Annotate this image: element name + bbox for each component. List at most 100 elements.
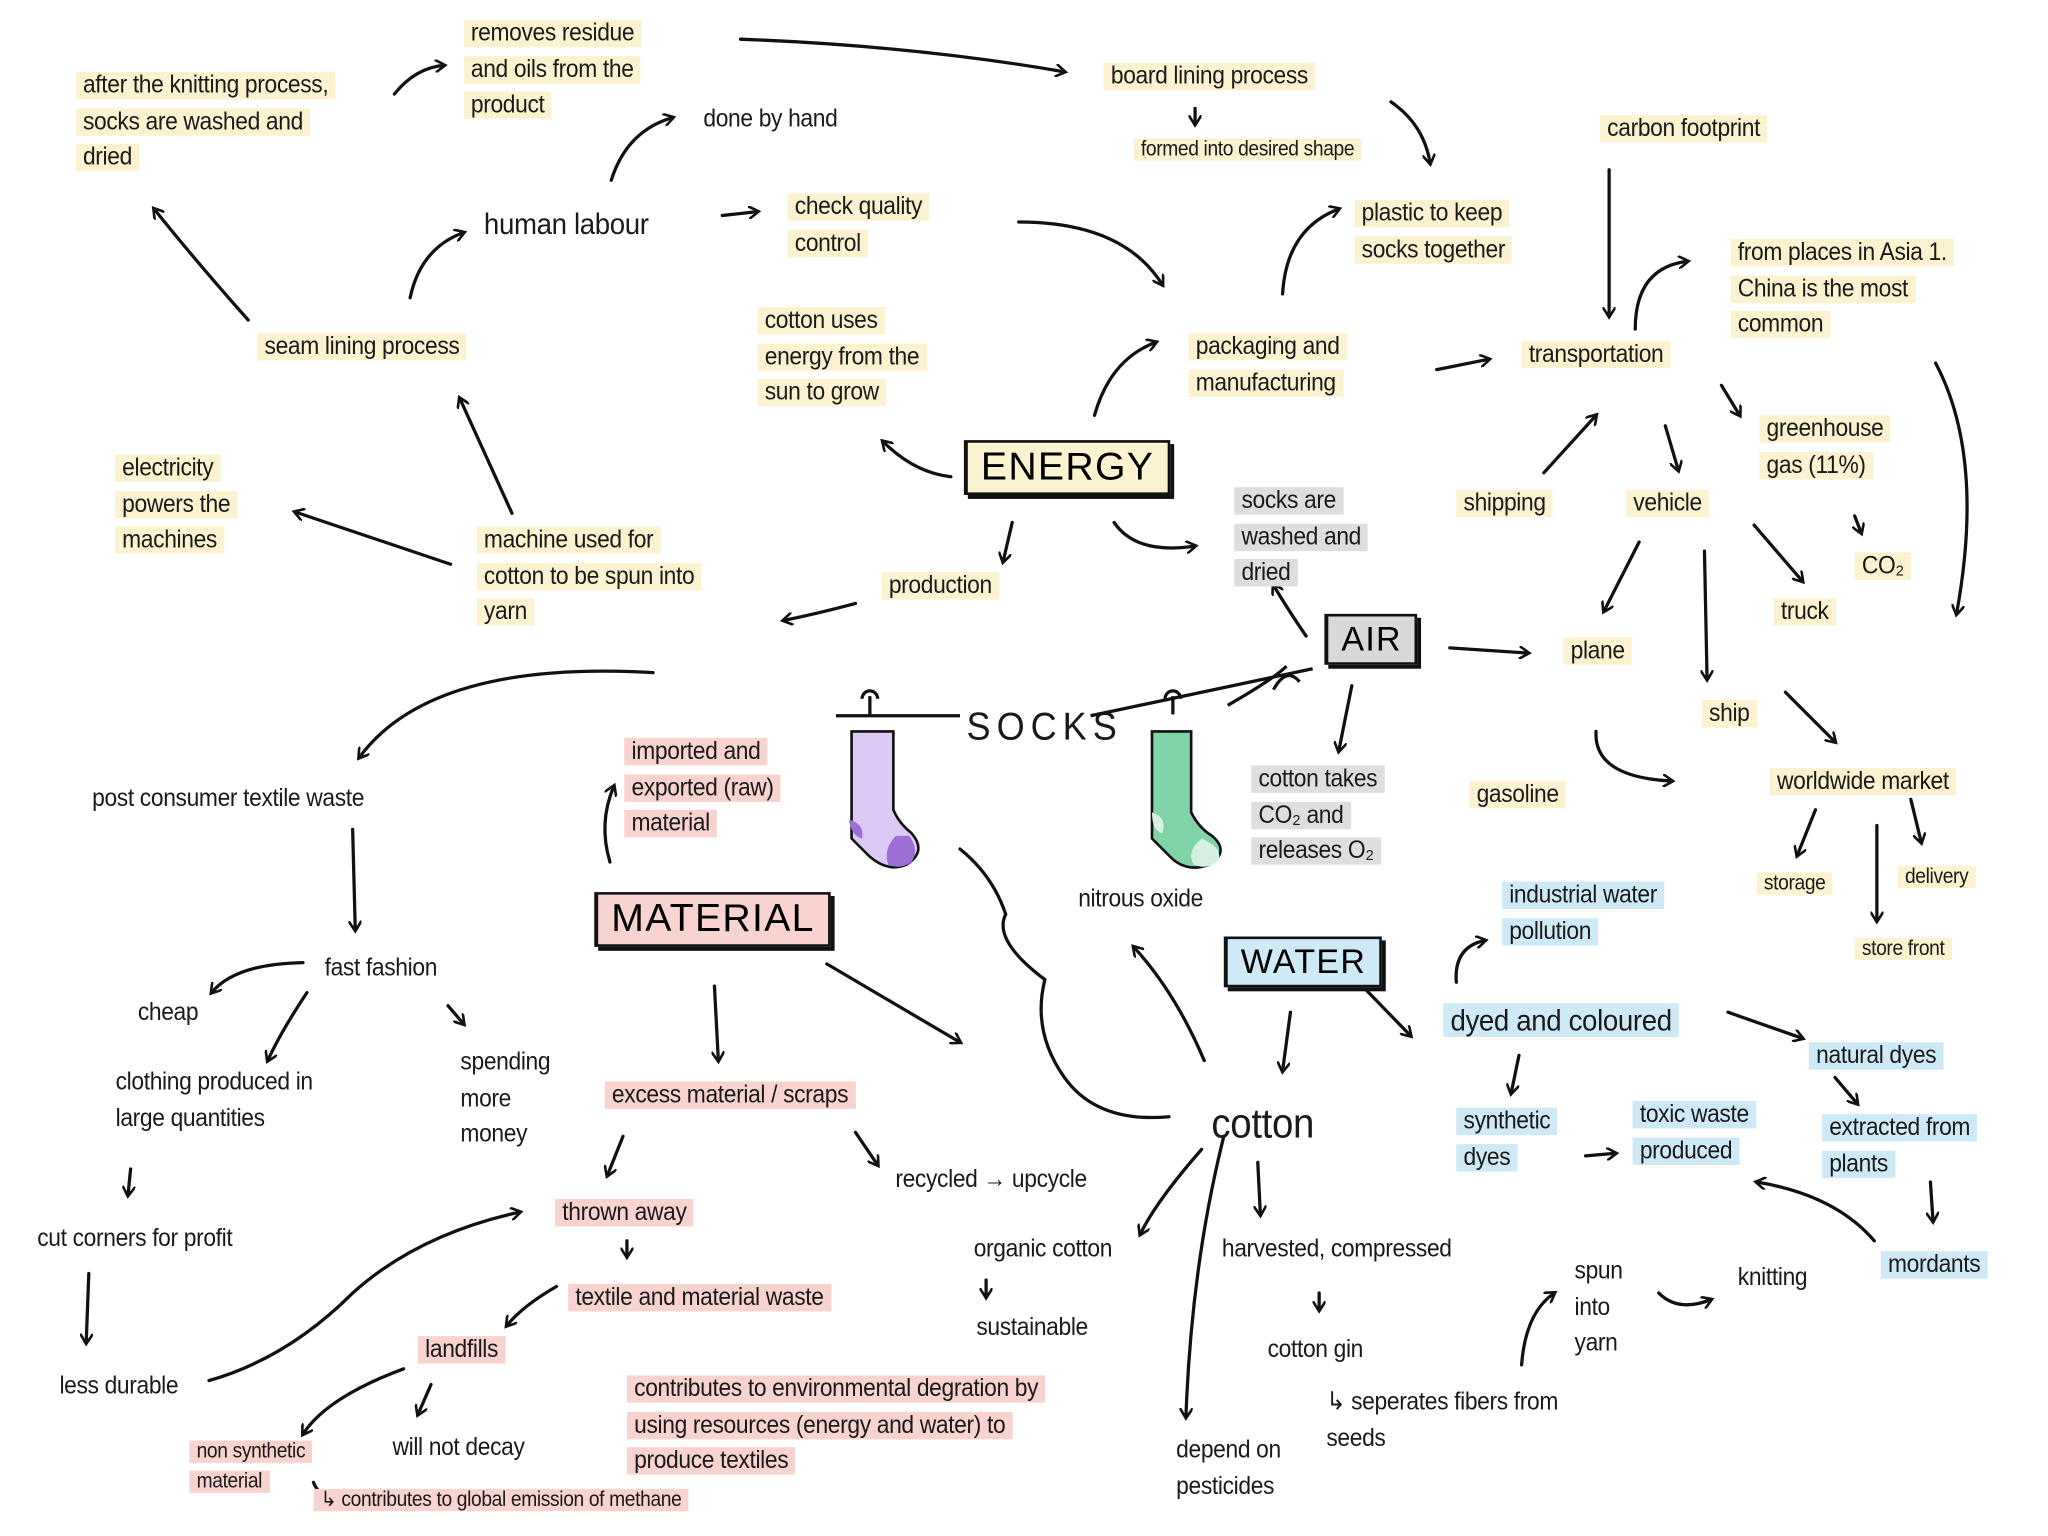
connector-arrow <box>1757 1182 1876 1243</box>
mind-map-node: transportation <box>1521 337 1671 373</box>
node-label: done by hand <box>703 105 838 134</box>
mind-map-node: cotton takes CO₂ and releases O₂ <box>1251 761 1413 869</box>
node-label: truck <box>1773 598 1836 626</box>
connector-arrow <box>784 601 858 620</box>
node-label: landfills <box>417 1336 506 1364</box>
connector-arrow <box>353 827 356 930</box>
connector-arrow <box>1112 520 1195 548</box>
connector-arrow <box>460 398 514 515</box>
mind-map-node: landfills <box>417 1332 506 1368</box>
node-label: greenhouse gas (11%) <box>1759 415 1891 479</box>
connector-arrow <box>853 1130 877 1165</box>
mind-map-node: depend on pesticides <box>1169 1433 1295 1505</box>
connector-arrow <box>1909 797 1921 842</box>
connector-arrow <box>1258 1160 1261 1214</box>
node-label: ↳ contributes to global emission of meth… <box>313 1489 689 1512</box>
node-label: spending more money <box>460 1048 551 1149</box>
connector-arrow <box>446 1004 464 1024</box>
connector-arrow <box>295 512 453 566</box>
node-label: cotton takes CO₂ and releases O₂ <box>1251 765 1385 865</box>
node-label: cotton gin <box>1267 1336 1364 1364</box>
mind-map-node: cheap <box>131 995 206 1031</box>
connector-arrow <box>1542 415 1596 475</box>
node-label: fast fashion <box>324 954 438 983</box>
mind-map-node: worldwide market <box>1769 764 1957 800</box>
connector-arrow <box>1280 209 1339 296</box>
node-label: toxic waste produced <box>1632 1101 1757 1165</box>
green-sock-icon <box>1150 689 1222 869</box>
node-label: thrown away <box>555 1199 694 1227</box>
node-label: cotton uses energy from the sun to grow <box>757 306 927 407</box>
connector-arrow <box>1140 1147 1204 1234</box>
node-label: machine used for cotton to be spun into … <box>476 526 702 626</box>
central-title-socks: SOCKS <box>966 705 1123 749</box>
material-category-box: MATERIAL <box>594 892 831 947</box>
mind-map-node: packaging and manufacturing <box>1188 329 1399 401</box>
connector-arrow <box>1435 359 1489 372</box>
node-label: shipping <box>1456 489 1553 518</box>
node-label: mordants <box>1880 1251 1988 1279</box>
node-label: industrial water pollution <box>1502 881 1665 946</box>
mind-map-node: synthetic dyes <box>1456 1104 1576 1176</box>
node-label: check quality control <box>787 193 930 257</box>
connector-arrow <box>1594 729 1672 781</box>
mind-map-node: done by hand <box>696 102 844 138</box>
mind-map-node: board lining process <box>1103 59 1316 95</box>
connector-arrow <box>1633 261 1687 331</box>
mind-map-node: fast fashion <box>317 951 444 987</box>
mind-map-node: shipping <box>1456 486 1553 522</box>
mind-map-node: knitting <box>1731 1260 1815 1296</box>
mind-map-node: cut corners for profit <box>30 1221 240 1257</box>
node-label: contributes to environmental degration b… <box>626 1375 1046 1475</box>
node-label: carbon footprint <box>1599 114 1768 143</box>
connector-arrow <box>1273 585 1308 638</box>
mind-map-node: spending more money <box>453 1045 561 1153</box>
node-label: transportation <box>1521 341 1671 369</box>
node-label: will not decay <box>392 1434 525 1462</box>
connector-arrow <box>359 669 655 757</box>
node-label: packaging and manufacturing <box>1188 333 1347 397</box>
node-label: extracted from plants <box>1822 1114 1978 1178</box>
connector-arrow <box>1092 342 1156 417</box>
mind-map-node: delivery <box>1897 862 1976 892</box>
mind-map-node: cotton uses energy from the sun to grow <box>757 303 927 411</box>
node-label: vehicle <box>1626 489 1710 518</box>
mind-map-node: after the knitting process, socks are wa… <box>75 68 364 176</box>
connector-arrow <box>1583 1153 1616 1156</box>
connector-arrow <box>1783 690 1835 742</box>
node-label: plane <box>1563 637 1632 665</box>
mind-map-node: production <box>881 568 1000 604</box>
connector-arrow <box>1719 383 1739 415</box>
mind-map-node: check quality control <box>787 189 950 261</box>
node-label: sustainable <box>976 1313 1088 1342</box>
node-label: less durable <box>59 1372 179 1401</box>
node-label: cheap <box>137 999 199 1027</box>
connector-arrow <box>268 991 309 1061</box>
node-label: post consumer textile waste <box>92 784 365 813</box>
mind-map-node: electricity powers the machines <box>114 451 259 559</box>
connector-arrow <box>1134 947 1206 1063</box>
connector-arrow <box>128 1167 131 1195</box>
node-label: natural dyes <box>1808 1042 1944 1070</box>
node-label: clothing produced in large quantities <box>115 1068 314 1132</box>
node-label: harvested, compressed <box>1221 1235 1452 1263</box>
connector-arrow <box>883 441 953 479</box>
mind-map-node: plastic to keep socks together <box>1354 196 1558 268</box>
node-label: ship <box>1701 700 1757 728</box>
connector-arrow <box>212 960 305 993</box>
purple-sock-icon <box>848 689 920 869</box>
mind-map-node: recycled → upcycle <box>888 1162 1094 1198</box>
mind-map-node: ↳ seperates fibers from seeds <box>1319 1384 1595 1456</box>
connector-arrow <box>738 37 1065 72</box>
connector-arrow <box>1003 520 1014 561</box>
mind-map-node: store front <box>1854 934 1952 964</box>
connector-arrow <box>1855 514 1862 533</box>
mind-map-node: seam lining process <box>257 329 467 365</box>
mind-map-node: ↳ contributes to global emission of meth… <box>313 1485 689 1515</box>
mind-map-node: greenhouse gas (11%) <box>1759 411 1903 483</box>
connector-arrow <box>1797 808 1818 856</box>
mind-map-node: carbon footprint <box>1599 111 1768 147</box>
connector-arrow <box>418 1382 433 1414</box>
connector-arrow <box>507 1284 559 1326</box>
node-label: cotton <box>1211 1099 1315 1147</box>
